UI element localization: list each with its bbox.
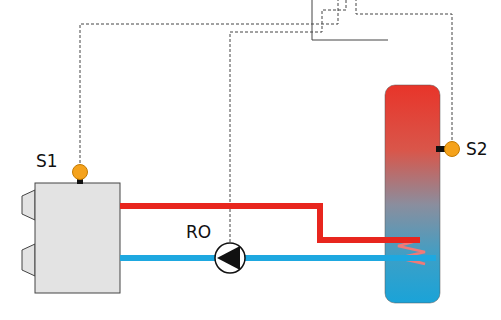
sensor-wire [80, 0, 338, 168]
boiler-door [22, 244, 35, 276]
boiler-door [22, 190, 35, 220]
pump-arrow [217, 246, 240, 270]
sensor [73, 165, 88, 180]
part-label: RO [186, 224, 211, 241]
part-label: S1 [36, 153, 58, 170]
sensor [445, 142, 460, 157]
pump-symbol [215, 243, 245, 273]
boiler [35, 183, 120, 293]
return-pipe [120, 255, 436, 261]
flow-pipe [120, 206, 420, 240]
power-wire [312, 0, 388, 40]
part-label: S2 [466, 141, 488, 158]
storage-tank [385, 85, 440, 303]
